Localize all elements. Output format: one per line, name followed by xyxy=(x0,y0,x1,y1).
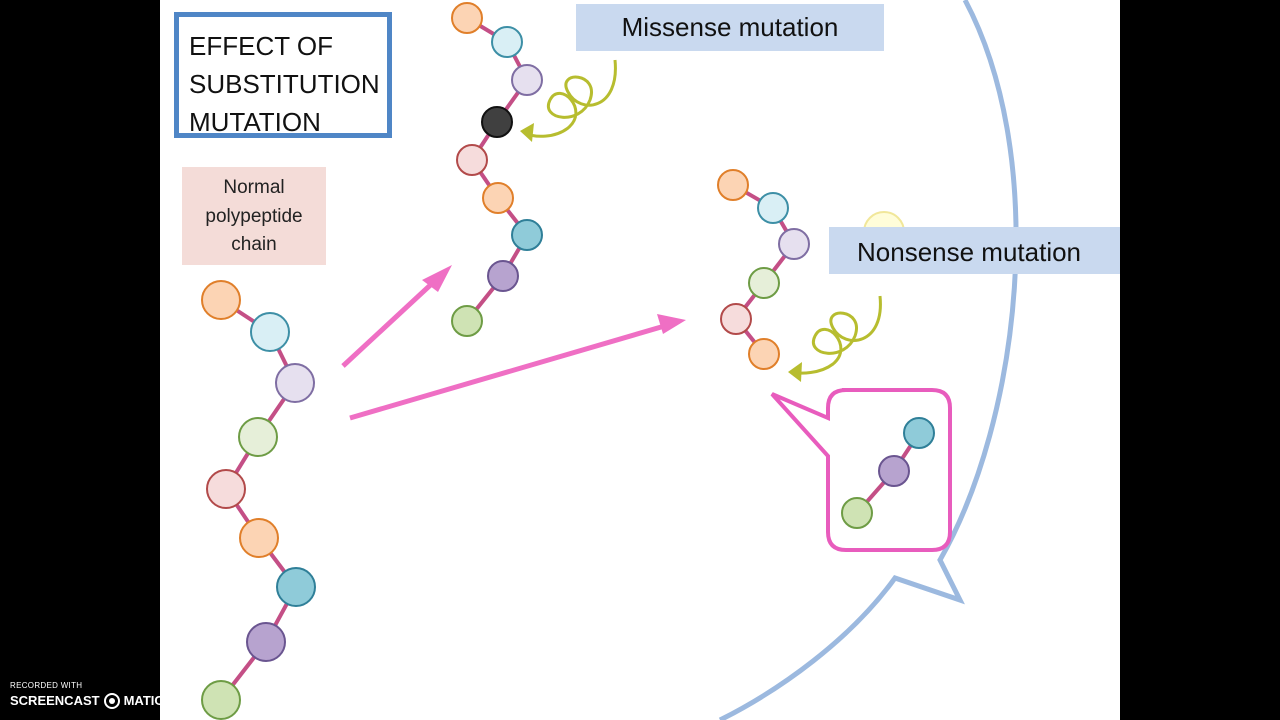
slide-title: EFFECT OF SUBSTITUTION MUTATION xyxy=(174,12,392,138)
amino-acid-pink xyxy=(720,303,752,335)
missense-label: Missense mutation xyxy=(576,4,884,51)
slide: EFFECT OF SUBSTITUTION MUTATION Normal p… xyxy=(160,0,1120,720)
record-icon xyxy=(103,693,120,709)
amino-acid-lavender xyxy=(275,363,315,403)
amino-acid-teal xyxy=(903,417,935,449)
title-line-2: SUBSTITUTION xyxy=(189,69,380,99)
title-line-1: EFFECT OF xyxy=(189,31,333,61)
amino-acid-orange xyxy=(482,182,514,214)
watermark-left: SCREENCAST xyxy=(10,693,100,708)
released-fragment-chain xyxy=(841,417,935,529)
amino-acid-orange xyxy=(748,338,780,370)
amino-acid-orange xyxy=(239,518,279,558)
amino-acid-lavender xyxy=(511,64,543,96)
watermark-brand: SCREENCAST MATIC xyxy=(10,691,164,711)
normal-label-line-2: polypeptide xyxy=(205,205,303,227)
amino-acid-green xyxy=(841,497,873,529)
amino-acid-orange xyxy=(201,280,241,320)
normal-label-line-1: Normal xyxy=(223,177,285,198)
watermark-right: MATIC xyxy=(123,693,164,708)
arrow-to-nonsense xyxy=(349,314,686,421)
cell-outline xyxy=(718,0,1019,720)
screencast-watermark: RECORDED WITH SCREENCAST MATIC xyxy=(10,681,164,711)
diagram-canvas xyxy=(201,0,1019,720)
amino-acid-pink xyxy=(456,144,488,176)
mutant-amino-acid xyxy=(481,106,513,138)
amino-acid-orange xyxy=(717,169,749,201)
amino-acid-orange xyxy=(451,2,483,34)
amino-acid-green xyxy=(451,305,483,337)
amino-acid-light-blue xyxy=(491,26,523,58)
arrow-to-missense xyxy=(341,265,452,368)
curl-arrow-nonsense xyxy=(788,295,882,382)
amino-acid-green xyxy=(201,680,241,720)
amino-acid-purple xyxy=(878,455,910,487)
watermark-recorded-with: RECORDED WITH xyxy=(10,681,83,690)
nonsense-chain xyxy=(717,169,810,370)
missense-chain xyxy=(451,2,543,337)
curl-arrow-missense xyxy=(520,59,617,142)
title-line-3: MUTATION xyxy=(189,107,321,137)
amino-acid-light-green xyxy=(748,267,780,299)
amino-acid-lavender xyxy=(778,228,810,260)
amino-acid-light-blue xyxy=(757,192,789,224)
amino-acid-teal xyxy=(511,219,543,251)
amino-acid-purple xyxy=(487,260,519,292)
amino-acid-teal xyxy=(276,567,316,607)
amino-acid-light-blue xyxy=(250,312,290,352)
nonsense-label: Nonsense mutation xyxy=(829,227,1120,274)
amino-acid-pink xyxy=(206,469,246,509)
amino-acid-light-green xyxy=(238,417,278,457)
amino-acid-purple xyxy=(246,622,286,662)
normal-label-line-3: chain xyxy=(231,234,277,255)
normal-chain-label: Normal polypeptide chain xyxy=(182,167,326,265)
normal-chain xyxy=(201,280,316,720)
